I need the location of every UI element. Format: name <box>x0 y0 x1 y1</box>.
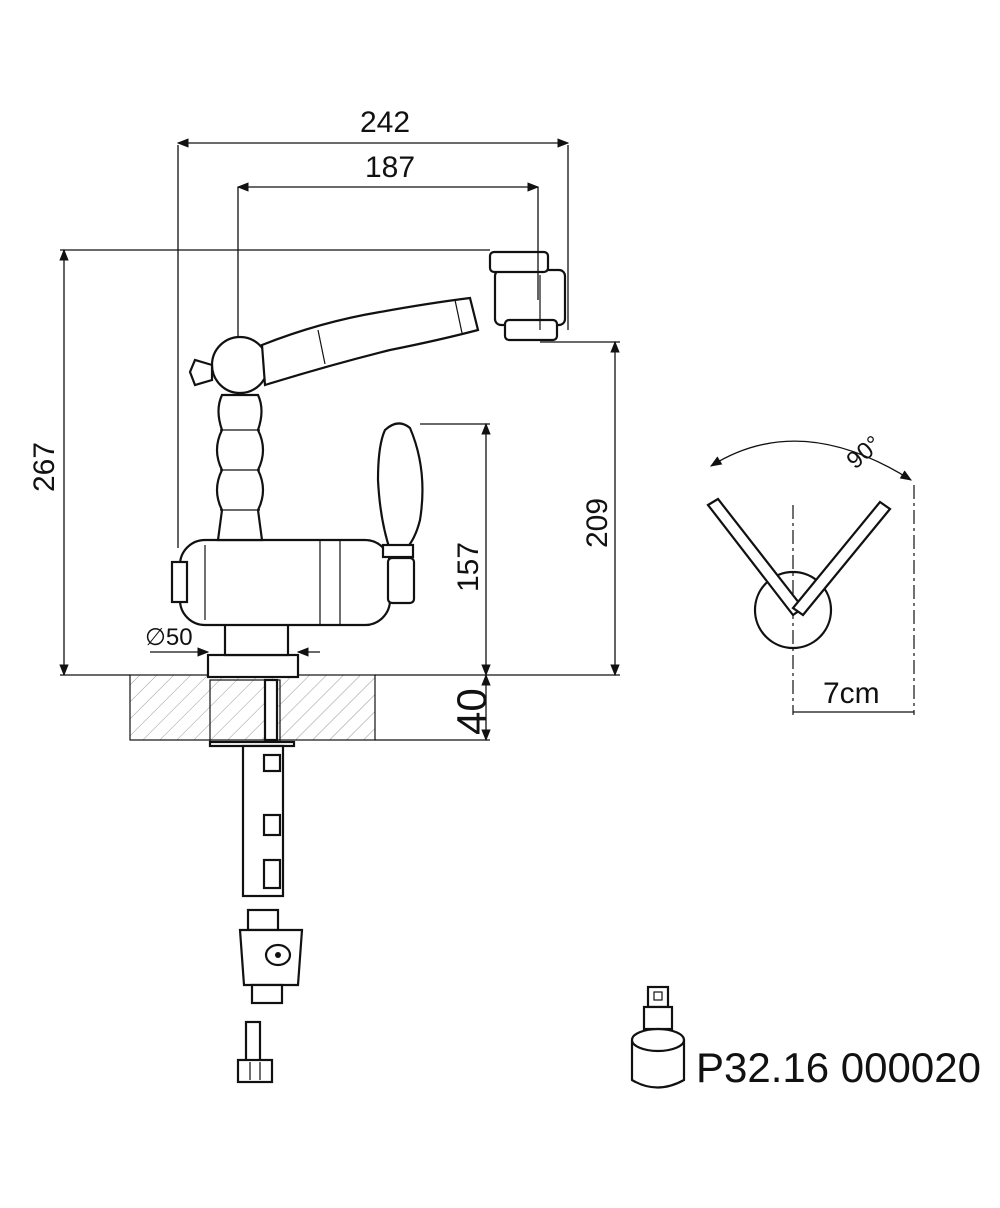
dimension-deck-thickness-label: 40 <box>448 688 495 735</box>
rotation-angle-label: 90° <box>842 431 887 475</box>
dimension-spout-reach-label: 187 <box>365 151 415 184</box>
dimension-overall-width <box>176 138 570 548</box>
dimension-handle-height-label: 157 <box>452 542 485 592</box>
dimension-base-diameter-label: ∅50 <box>145 624 193 651</box>
dimension-overall-width-label: 242 <box>360 106 410 139</box>
faucet-column <box>215 393 265 542</box>
dimension-spout-height-label: 209 <box>581 498 614 548</box>
lever-handle <box>376 422 424 605</box>
dimension-overall-height-label: 267 <box>28 442 61 492</box>
faucet-body <box>170 538 392 679</box>
clearance-label: 7cm <box>823 677 880 710</box>
countertop-section <box>60 674 620 741</box>
swivel-spout <box>188 250 567 395</box>
lever-rotation-diagram <box>706 440 915 715</box>
dimension-overall-height <box>59 248 490 677</box>
cartridge-part-code: P32.16 000020 <box>696 1044 981 1091</box>
supply-hoses <box>208 678 296 898</box>
dimension-handle-height <box>420 422 491 677</box>
dimension-spout-reach <box>236 182 540 336</box>
dimension-spout-height <box>540 340 620 677</box>
cartridge-icon <box>630 985 686 1089</box>
shutoff-valve <box>238 908 304 1005</box>
hose-connector <box>236 1020 274 1084</box>
